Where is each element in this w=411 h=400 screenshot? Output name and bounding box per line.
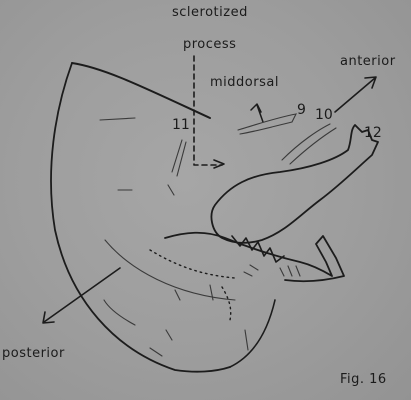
sclerotized-label: sclerotized [172, 6, 248, 19]
segment-number-12: 12 [364, 126, 382, 140]
body-outline-left [51, 63, 230, 372]
segment-number-9: 9 [297, 103, 306, 117]
sclerite-10 [282, 124, 336, 164]
segment-12-lobe [211, 125, 378, 243]
sclerotized-process-arrowhead [214, 160, 224, 168]
sclerotized-process-line [194, 56, 222, 165]
zigzag-teeth [232, 236, 284, 262]
anterior-label: anterior [340, 55, 396, 68]
segment-number-11: 11 [172, 118, 190, 132]
figure-caption: Fig. 16 [340, 373, 387, 386]
sclerite-9 [238, 114, 296, 134]
membrane-dotted-line [150, 250, 235, 320]
middorsal-label: middorsal [210, 76, 279, 89]
process-label: process [183, 38, 236, 51]
genital-apparatus [165, 233, 344, 281]
internal-curve [105, 240, 235, 300]
lower-body-stroke [104, 300, 135, 325]
body-outline-lower-right [230, 300, 275, 367]
segment-number-10: 10 [315, 108, 333, 122]
anterior-arrow [335, 77, 376, 112]
internal-stroke [100, 118, 248, 356]
middorsal-arrow [251, 104, 263, 122]
posterior-label: posterior [2, 347, 65, 360]
apparatus-shading [244, 265, 300, 276]
posterior-arrow [43, 268, 120, 323]
body-outline-top [72, 63, 210, 118]
sclerite-11 [172, 140, 186, 176]
